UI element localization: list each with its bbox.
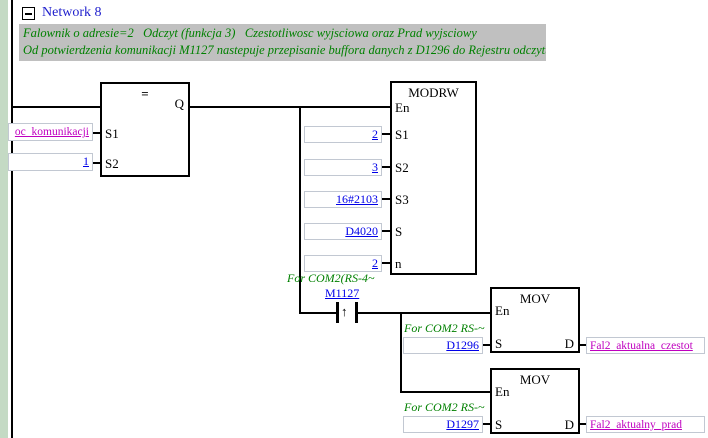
compare-pin-s2: S2	[105, 156, 119, 171]
compare-output-q: Q	[174, 96, 184, 111]
power-rail	[11, 0, 13, 438]
compare-s2-operand[interactable]: 1	[8, 153, 93, 171]
contact-bar-left	[336, 302, 339, 323]
modrw-s2-operand[interactable]: 3	[304, 159, 382, 176]
mov1-pin-d: D	[564, 336, 574, 351]
modrw-pin-n: n	[395, 256, 402, 271]
compare-block[interactable]: = Q S1 S2	[100, 82, 190, 177]
wire-rail-to-compare	[13, 106, 100, 108]
network-comment-bar[interactable]: Falownik o adresie=2 Odczyt (funkcja 3) …	[19, 24, 546, 61]
mov2-s-operand[interactable]: D1297	[403, 416, 483, 433]
wire-modrw-s1	[382, 133, 390, 135]
rising-edge-arrow-icon: ↑	[341, 304, 348, 319]
network-collapse-button[interactable]	[22, 7, 35, 20]
wire-branch-to-contact	[301, 312, 336, 314]
compare-pin-s1: S1	[105, 126, 119, 141]
mov2-s-comment: For COM2 RS-~	[404, 400, 485, 414]
wire-modrw-s3	[382, 198, 390, 200]
compare-block-title: =	[141, 86, 149, 101]
mov1-s-comment: For COM2 RS-~	[404, 321, 485, 335]
modrw-s3-operand-text: 16#2103	[336, 192, 378, 206]
wire-modrw-s	[382, 230, 390, 232]
wire-mov2-d	[580, 423, 586, 425]
margin-strip	[0, 0, 8, 438]
modrw-block-title: MODRW	[408, 85, 459, 100]
network-comment-line-1: Falownik o adresie=2 Odczyt (funkcja 3) …	[23, 26, 477, 40]
mov2-pin-s: S	[495, 417, 503, 432]
minus-icon	[25, 13, 32, 15]
wire-modrw-s2	[382, 166, 390, 168]
contact-bar-right	[355, 302, 358, 323]
mov2-pin-d: D	[564, 417, 574, 432]
modrw-pin-s3: S3	[395, 192, 409, 207]
wire-mov1-s	[483, 344, 490, 346]
mov1-pin-s: S	[495, 336, 503, 351]
mov1-pin-en: En	[495, 303, 510, 318]
contact-device-label: M1127	[325, 286, 360, 300]
wire-branch-down-2	[400, 312, 402, 393]
compare-s1-operand[interactable]: oc_komunikacji	[8, 123, 93, 141]
modrw-s-operand[interactable]: D4020	[304, 223, 382, 240]
modrw-pin-s: S	[395, 224, 403, 239]
network-comment-line-2: Od potwierdzenia komunikacji M1127 naste…	[23, 43, 546, 57]
modrw-s1-operand-text: 2	[372, 127, 378, 141]
mov2-block[interactable]: MOV En S D	[490, 368, 580, 434]
mov2-pin-en: En	[495, 384, 510, 399]
modrw-pin-en: En	[395, 100, 410, 115]
compare-s2-operand-text: 1	[83, 154, 89, 168]
contact-comment: For COM2(RS-4~	[287, 271, 375, 285]
mov1-d-operand[interactable]: Fal2_aktualna_czestot	[586, 337, 705, 354]
mov1-s-operand-text: D1296	[446, 338, 479, 352]
modrw-pin-s2: S2	[395, 160, 409, 175]
network-title: Network 8	[42, 5, 102, 20]
mov1-block-title: MOV	[519, 291, 551, 306]
mov2-d-operand-text: Fal2_aktualny_prad	[590, 419, 682, 431]
wire-cmp-s2	[93, 162, 100, 164]
modrw-block[interactable]: MODRW En S1 S2 S3 S n	[390, 81, 477, 275]
modrw-s1-operand[interactable]: 2	[304, 126, 382, 143]
modrw-s2-operand-text: 3	[372, 160, 378, 174]
mov1-block[interactable]: MOV En S D	[490, 287, 580, 353]
modrw-s3-operand[interactable]: 16#2103	[304, 191, 382, 208]
wire-branch-down	[299, 106, 301, 314]
modrw-n-operand[interactable]: 2	[304, 255, 382, 272]
mov2-block-title: MOV	[519, 372, 551, 387]
compare-s1-operand-text: oc_komunikacji	[14, 126, 89, 138]
mov2-d-operand[interactable]: Fal2_aktualny_prad	[586, 416, 705, 433]
wire-cmp-s1	[93, 132, 100, 134]
mov2-s-operand-text: D1297	[446, 417, 479, 431]
wire-mov1-d	[580, 344, 586, 346]
modrw-s-operand-text: D4020	[345, 224, 378, 238]
mov1-s-operand[interactable]: D1296	[403, 337, 483, 354]
wire-contact-to-mov1	[358, 312, 490, 314]
mov1-d-operand-text: Fal2_aktualna_czestot	[590, 340, 693, 352]
rising-edge-contact[interactable]: ↑	[336, 302, 358, 323]
wire-modrw-n	[382, 262, 390, 264]
modrw-n-operand-text: 2	[372, 256, 378, 270]
modrw-pin-s1: S1	[395, 127, 409, 142]
wire-mov2-s	[483, 423, 490, 425]
wire-branch-to-mov2	[400, 391, 490, 393]
wire-compare-to-modrw	[190, 106, 390, 108]
